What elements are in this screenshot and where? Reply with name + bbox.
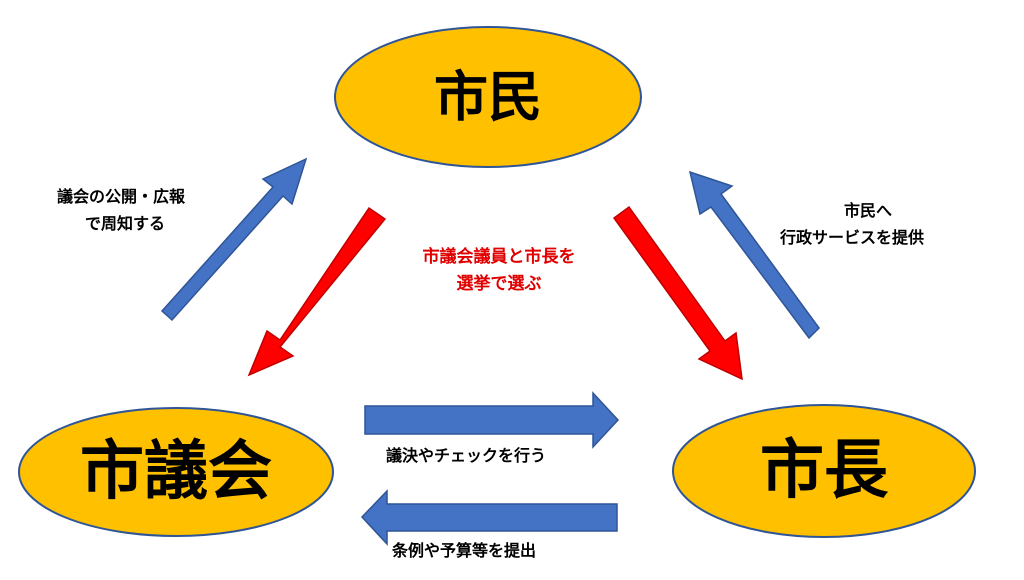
arrow-citizens-elect-council xyxy=(247,206,387,377)
arrow-mayor-to-citizens xyxy=(688,170,820,340)
mayor-node-label: 市長 xyxy=(760,434,889,508)
council-to-mayor-label: 議決やチェックを行う xyxy=(386,446,546,465)
election-label-line1: 市議会議員と市長を xyxy=(423,246,576,267)
arrow-council-to-mayor xyxy=(364,391,620,449)
arrow-council-to-citizens xyxy=(160,157,308,322)
citizens-node-label: 市民 xyxy=(434,66,542,129)
council-node xyxy=(18,407,334,537)
council-node-label: 市議会 xyxy=(80,435,272,509)
mayor-to-council-label: 条例や予算等を提出 xyxy=(391,541,536,560)
citizens-node xyxy=(334,26,642,168)
mayor-services-label-line2: 行政サービスを提供 xyxy=(779,228,924,247)
arrow-citizens-elect-mayor xyxy=(612,205,743,381)
mayor-services-label-line1: 市民へ xyxy=(844,201,892,220)
council-publicity-label-line2: で周知する xyxy=(85,214,165,233)
election-label-line2: 選挙で選ぶ xyxy=(457,273,542,294)
arrow-mayor-to-council xyxy=(360,489,618,546)
mayor-node xyxy=(672,404,976,538)
council-publicity-label-line1: 議会の公開・広報 xyxy=(57,187,186,206)
